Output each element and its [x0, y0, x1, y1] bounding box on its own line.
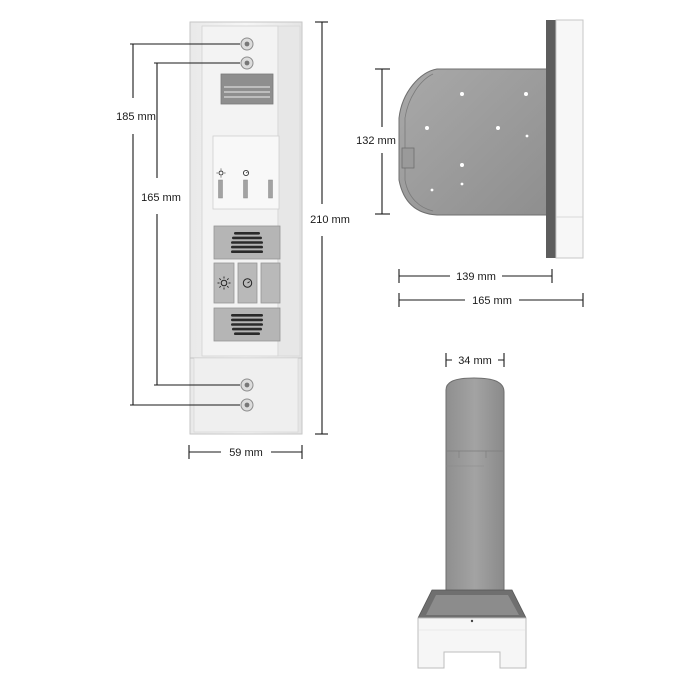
dim-132-label: 132 mm: [356, 135, 396, 147]
plate-holes: [425, 92, 529, 192]
side-view: [398, 19, 584, 259]
clock-button[interactable]: [237, 262, 258, 304]
front-right-rail: [277, 25, 301, 357]
side-mounting-plate: [398, 68, 553, 216]
moon-button[interactable]: [260, 262, 281, 304]
top-screw-2: [240, 56, 254, 70]
bottom-screw-1: [240, 378, 254, 392]
front-view: [189, 21, 303, 435]
mode-switch-panel: [212, 135, 280, 210]
end-base-front: [417, 617, 527, 669]
up-grille-button[interactable]: [213, 225, 281, 260]
side-dimensions: 132 mm 139 mm 165 mm: [356, 68, 584, 307]
side-white-housing: [555, 19, 584, 259]
dim-59-label: 59 mm: [229, 447, 263, 459]
dim-139-label: 139 mm: [456, 271, 496, 283]
dim-34-label: 34 mm: [458, 355, 492, 367]
strap-slot: [220, 73, 274, 105]
sun-icon: [216, 168, 226, 178]
end-grey-body: [445, 377, 505, 617]
dim-185-label: 185 mm: [116, 111, 156, 123]
front-lower-cap: [193, 357, 299, 433]
end-view: [417, 377, 527, 669]
dim-165b-label: 165 mm: [472, 295, 512, 307]
dim-210-label: 210 mm: [310, 214, 350, 226]
front-dimensions: 185 mm 165 mm 210 mm 59 mm: [116, 21, 350, 459]
sun-button-icon: [217, 276, 231, 290]
end-dimensions: 34 mm: [445, 353, 505, 367]
switch-slot-moon[interactable]: [268, 179, 273, 199]
switch-slot-clock[interactable]: [243, 179, 248, 199]
dim-165-label: 165 mm: [141, 192, 181, 204]
top-screw-1: [240, 37, 254, 51]
clock-button-icon: [242, 278, 253, 288]
switch-slot-sun[interactable]: [218, 179, 223, 199]
down-grille-button[interactable]: [213, 307, 281, 342]
side-edge-strip: [546, 20, 556, 258]
bottom-screw-2: [240, 398, 254, 412]
sun-button[interactable]: [213, 262, 235, 304]
clock-icon: [242, 169, 250, 177]
